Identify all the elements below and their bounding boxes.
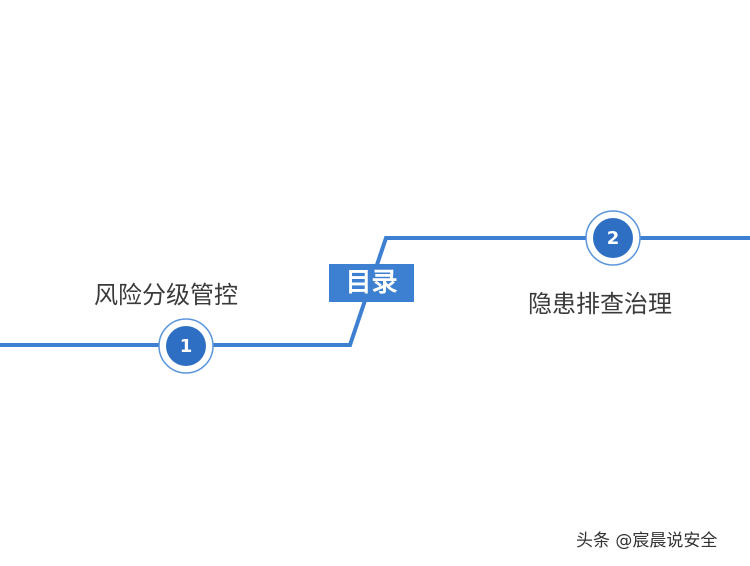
item-2-label: 隐患排查治理 — [528, 290, 672, 318]
toc-title: 目录 — [329, 264, 414, 302]
node-1: 1 — [158, 318, 214, 374]
watermark-text: 头条 @宸晨说安全 — [576, 531, 718, 551]
node-2: 2 — [585, 210, 641, 266]
node-1-circle — [166, 326, 206, 366]
item-1-label: 风险分级管控 — [94, 281, 238, 309]
node-2-circle — [593, 218, 633, 258]
node-2-number: 2 — [607, 228, 620, 249]
node-1-number: 1 — [180, 336, 193, 357]
